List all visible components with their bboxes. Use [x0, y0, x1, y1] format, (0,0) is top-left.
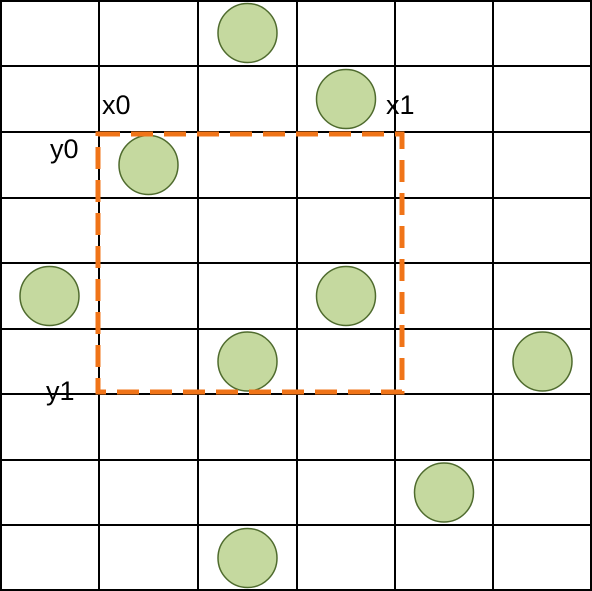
dot-8 [217, 527, 278, 589]
dots-layer [19, 2, 573, 589]
dot-4 [315, 265, 377, 327]
label-x0: x0 [102, 90, 131, 120]
dot-1 [315, 68, 377, 130]
dot-2 [118, 134, 179, 196]
label-y0: y0 [50, 134, 79, 164]
label-y1: y1 [46, 376, 75, 406]
dot-5 [217, 331, 278, 392]
label-x1: x1 [386, 90, 415, 120]
selection-rectangle [95, 131, 405, 395]
dot-0 [217, 2, 278, 64]
dot-3 [19, 265, 80, 327]
dot-7 [413, 462, 475, 523]
dot-6 [512, 331, 573, 392]
